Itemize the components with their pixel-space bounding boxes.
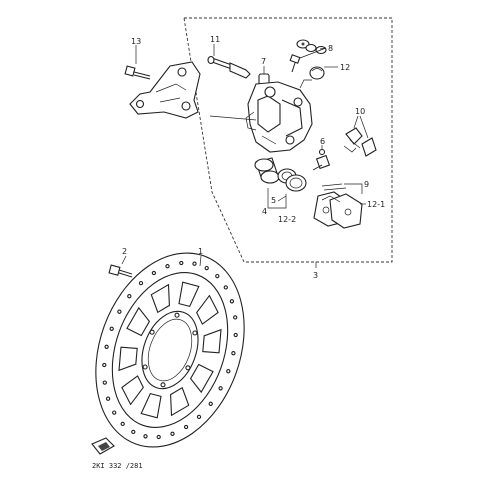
disc-drill-hole: [233, 315, 238, 320]
disc-drill-hole: [165, 264, 170, 269]
disc-spoke-cutout: [189, 363, 214, 394]
disc-spoke-cutout: [140, 392, 162, 419]
brake-disc: [95, 252, 245, 448]
callout-6: 6: [320, 137, 325, 146]
disc-drill-hole: [229, 299, 235, 304]
callout-8: 8: [328, 44, 333, 53]
callout-7: 7: [261, 57, 266, 66]
disc-drill-hole: [226, 369, 231, 374]
disc-drill-hole: [143, 434, 148, 439]
callout-4: 4: [262, 207, 267, 216]
leader-2: [121, 255, 127, 265]
disc-drill-hole: [127, 294, 132, 299]
disc-drill-hole: [231, 351, 236, 356]
callout-12: 12: [340, 63, 350, 72]
disc-spoke-cutout: [178, 281, 200, 308]
disc-drill-hole: [196, 414, 202, 420]
cap: [309, 66, 325, 80]
group-bracket-12-2: [267, 188, 287, 209]
disc-bolt-hole: [185, 365, 191, 371]
pad-springs: [343, 127, 377, 157]
disc-drill-hole: [104, 344, 109, 349]
disc-drill-hole: [102, 380, 107, 385]
front-arrow-badge: [91, 437, 115, 455]
disc-bolt-hole: [192, 330, 198, 336]
disc-spoke-cutout: [126, 306, 151, 337]
banjo-bolt: [289, 39, 327, 73]
bracket-bolt: [124, 65, 151, 80]
disc-spoke-cutout: [121, 375, 144, 406]
pad-shims: [321, 183, 347, 191]
disc-drill-hole: [151, 270, 157, 276]
leader-1: [199, 255, 202, 267]
disc-bolt-hole: [174, 312, 180, 318]
disc-drill-hole: [192, 261, 197, 266]
leader-10b: [359, 115, 369, 139]
disc-drill-hole: [120, 421, 125, 427]
callout-3: 3: [313, 271, 318, 280]
disc-spoke-cutout: [202, 328, 222, 354]
disc-spoke-cutout: [118, 346, 138, 372]
disc-drill-hole: [223, 285, 228, 290]
disc-drill-hole: [215, 273, 220, 279]
disc-spoke-cutout: [196, 294, 219, 325]
callout-13: 13: [131, 37, 141, 46]
disc-drill-hole: [218, 386, 223, 391]
callout-10: 10: [355, 107, 365, 116]
retaining-pin: [207, 55, 251, 79]
disc-bolt-hole: [160, 382, 166, 388]
disc-spoke-cutout: [170, 386, 190, 417]
disc-bolt-hole: [142, 364, 148, 370]
disc-drill-hole: [109, 326, 114, 331]
guide-line: [209, 115, 257, 121]
group-bracket-9: [344, 183, 363, 194]
callout-9: 9: [364, 180, 369, 189]
callout-5: 5: [271, 196, 276, 205]
disc-drill-hole: [102, 362, 107, 368]
disc-drill-hole: [208, 401, 213, 406]
disc-drill-hole: [179, 260, 184, 266]
disc-drill-hole: [183, 424, 189, 430]
leader-5: [277, 195, 287, 202]
disc-drill-hole: [131, 429, 136, 435]
caliper-bracket: [129, 61, 201, 119]
disc-bolt: [108, 264, 133, 278]
disc-drill-hole: [112, 410, 117, 415]
disc-drill-hole: [105, 396, 111, 401]
caliper-assembly-boundary: [183, 17, 393, 263]
disc-bolt-hole: [149, 329, 155, 335]
disc-drill-hole: [204, 265, 209, 271]
callout-11: 11: [210, 35, 220, 44]
piston: [254, 157, 280, 184]
diagram-code: 2KI 332 /281: [92, 462, 143, 470]
brake-pads: [313, 191, 363, 229]
disc-drill-hole: [170, 431, 175, 436]
callout-12-1: 12-1: [367, 200, 385, 209]
disc-drill-hole: [156, 434, 161, 440]
leader-10a: [353, 115, 359, 129]
disc-drill-hole: [233, 332, 238, 338]
callout-1: 1: [198, 247, 203, 256]
bleed-screw: [312, 148, 331, 171]
caliper-body: [245, 79, 313, 153]
disc-drill-hole: [117, 309, 122, 314]
callout-12-2: 12-2: [278, 215, 296, 224]
disc-drill-hole: [138, 280, 144, 286]
piston-seals: [277, 168, 307, 192]
disc-spoke-cutout: [150, 283, 170, 314]
callout-2: 2: [122, 247, 127, 256]
leader-8b: [299, 47, 327, 59]
